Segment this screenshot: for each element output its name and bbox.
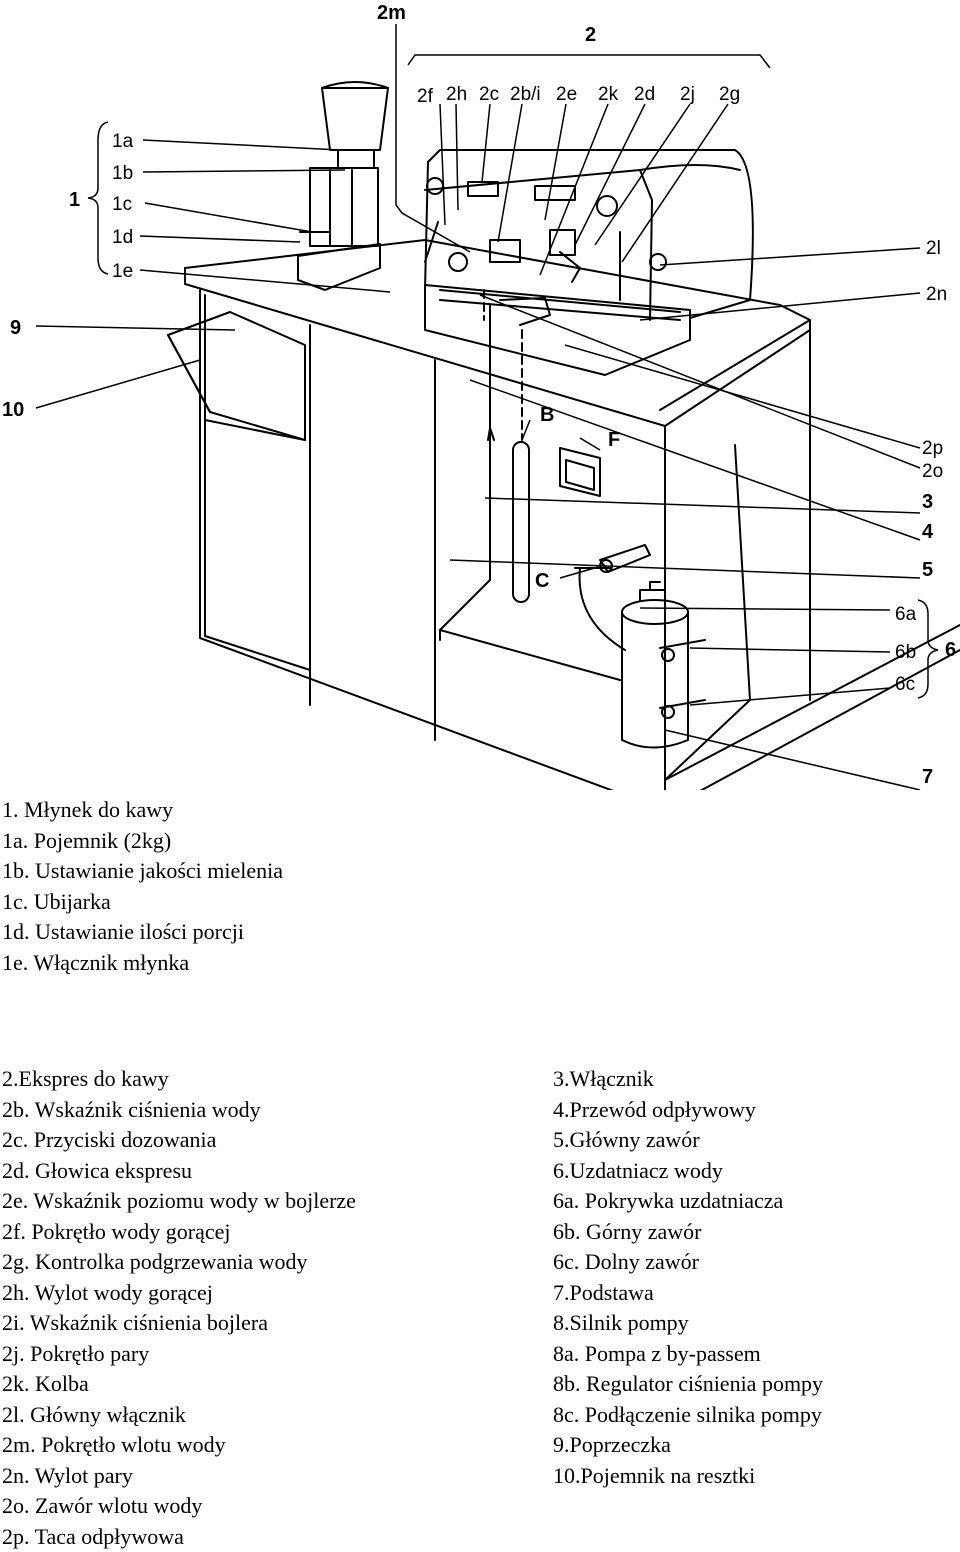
legend-item: 6c. Dolny zawór: [553, 1247, 823, 1278]
legend-item: 4.Przewód odpływowy: [553, 1095, 823, 1126]
callout-2l: 2l: [926, 238, 941, 259]
legend-machine: 2.Ekspres do kawy 2b. Wskaźnik ciśnienia…: [2, 1064, 356, 1552]
callout-1b: 1b: [112, 163, 133, 184]
legend-item: 5.Główny zawór: [553, 1125, 823, 1156]
callout-2p: 2p: [922, 438, 943, 459]
knock-box: [168, 312, 305, 440]
legend-item: 2l. Główny włącznik: [2, 1400, 356, 1431]
legend-item: 1d. Ustawianie ilości porcji: [2, 917, 283, 948]
legend-item: 2d. Głowica ekspresu: [2, 1156, 356, 1187]
legend-item: 2i. Wskaźnik ciśnienia bojlera: [2, 1308, 356, 1339]
callout-4: 4: [922, 521, 934, 543]
legend-item: 1b. Ustawianie jakości mielenia: [2, 856, 283, 887]
callout-9: 9: [10, 317, 21, 339]
callout-2m: 2m: [377, 2, 406, 24]
callout-1: 1: [69, 189, 80, 211]
legend-item: 6b. Górny zawór: [553, 1217, 823, 1248]
callout-2: 2: [585, 24, 596, 46]
callout-labels: 2m 2 2f 2h 2c 2b/i 2e 2k 2d 2j 2g 1 1a 1…: [2, 2, 956, 788]
callout-3: 3: [922, 491, 933, 513]
callout-2n: 2n: [926, 284, 947, 305]
legend-item: 8.Silnik pompy: [553, 1308, 823, 1339]
callout-1d: 1d: [112, 227, 133, 248]
callout-7: 7: [922, 766, 933, 788]
callout-C: C: [535, 570, 549, 592]
legend-item: 6a. Pokrywka uzdatniacza: [553, 1186, 823, 1217]
counter-cabinet: [185, 240, 960, 790]
legend-item: 2h. Wylot wody gorącej: [2, 1278, 356, 1309]
legend-item: 2e. Wskaźnik poziomu wody w bojlerze: [2, 1186, 356, 1217]
callout-1e: 1e: [112, 261, 133, 282]
legend-item: 8b. Regulator ciśnienia pompy: [553, 1369, 823, 1400]
callout-10: 10: [2, 399, 24, 421]
legend-item: 2f. Pokrętło wody gorącej: [2, 1217, 356, 1248]
callout-2j: 2j: [680, 84, 695, 105]
callout-6: 6: [945, 639, 956, 661]
legend-accessories: 3.Włącznik 4.Przewód odpływowy 5.Główny …: [553, 1064, 823, 1491]
callout-1c: 1c: [112, 194, 132, 215]
callout-2h: 2h: [446, 84, 467, 105]
legend-item: 2p. Taca odpływowa: [2, 1522, 356, 1552]
callout-2f: 2f: [417, 86, 434, 107]
coffee-grinder: [298, 82, 388, 290]
power-switch: [560, 448, 600, 496]
legend-item: 7.Podstawa: [553, 1278, 823, 1309]
legend-item: 1e. Włącznik młynka: [2, 948, 283, 979]
callout-2k: 2k: [598, 84, 619, 105]
callout-2g: 2g: [719, 84, 740, 105]
legend-item: 8c. Podłączenie silnika pompy: [553, 1400, 823, 1431]
callout-6b: 6b: [895, 642, 916, 663]
callout-2e: 2e: [556, 84, 577, 105]
legend-item: 2n. Wylot pary: [2, 1461, 356, 1492]
legend-item: 2o. Zawór wlotu wody: [2, 1491, 356, 1522]
callout-2d: 2d: [634, 84, 655, 105]
callout-2c: 2c: [479, 84, 499, 105]
legend-item: 10.Pojemnik na resztki: [553, 1461, 823, 1492]
callout-F: F: [608, 429, 620, 451]
callout-6c: 6c: [895, 674, 915, 695]
legend-item: 2j. Pokrętło pary: [2, 1339, 356, 1370]
callout-2bi: 2b/i: [510, 84, 541, 105]
legend-item: 2c. Przyciski dozowania: [2, 1125, 356, 1156]
leader-lines: [36, 24, 920, 790]
legend-item: 2k. Kolba: [2, 1369, 356, 1400]
callout-6a: 6a: [895, 604, 917, 625]
callout-2o: 2o: [922, 461, 943, 482]
equipment-diagram: 2m 2 2f 2h 2c 2b/i 2e 2k 2d 2j 2g 1 1a 1…: [0, 0, 960, 790]
legend-item: 2b. Wskaźnik ciśnienia wody: [2, 1095, 356, 1126]
legend-item: 1a. Pojemnik (2kg): [2, 826, 283, 857]
legend-item: 8a. Pompa z by-passem: [553, 1339, 823, 1370]
legend-item: 3.Włącznik: [553, 1064, 823, 1095]
callout-1a: 1a: [112, 131, 134, 152]
legend-item: 2m. Pokrętło wlotu wody: [2, 1430, 356, 1461]
callout-5: 5: [922, 559, 933, 581]
callout-B: B: [540, 404, 554, 426]
legend-item: 1. Młynek do kawy: [2, 795, 283, 826]
legend-item: 9.Poprzeczka: [553, 1430, 823, 1461]
legend-item: 1c. Ubijarka: [2, 887, 283, 918]
legend-item: 2g. Kontrolka podgrzewania wody: [2, 1247, 356, 1278]
water-softener: [575, 545, 705, 748]
legend-grinder: 1. Młynek do kawy 1a. Pojemnik (2kg) 1b.…: [2, 795, 283, 978]
legend-item: 2.Ekspres do kawy: [2, 1064, 356, 1095]
legend-item: 6.Uzdatniacz wody: [553, 1156, 823, 1187]
